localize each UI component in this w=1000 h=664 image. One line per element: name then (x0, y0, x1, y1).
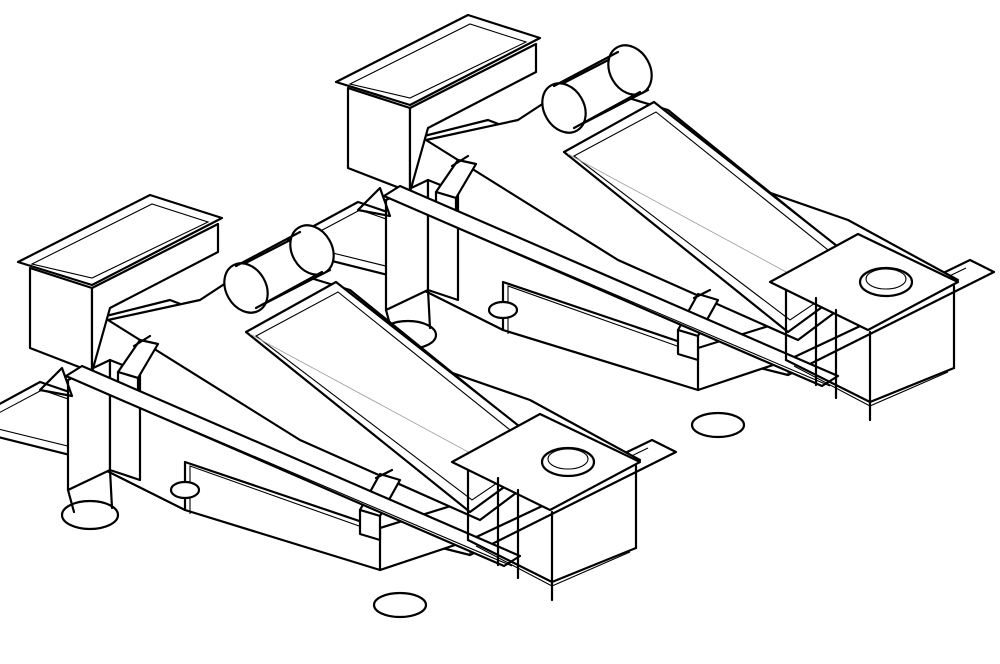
technical-drawing (0, 13, 996, 619)
drawing-canvas (0, 13, 996, 619)
